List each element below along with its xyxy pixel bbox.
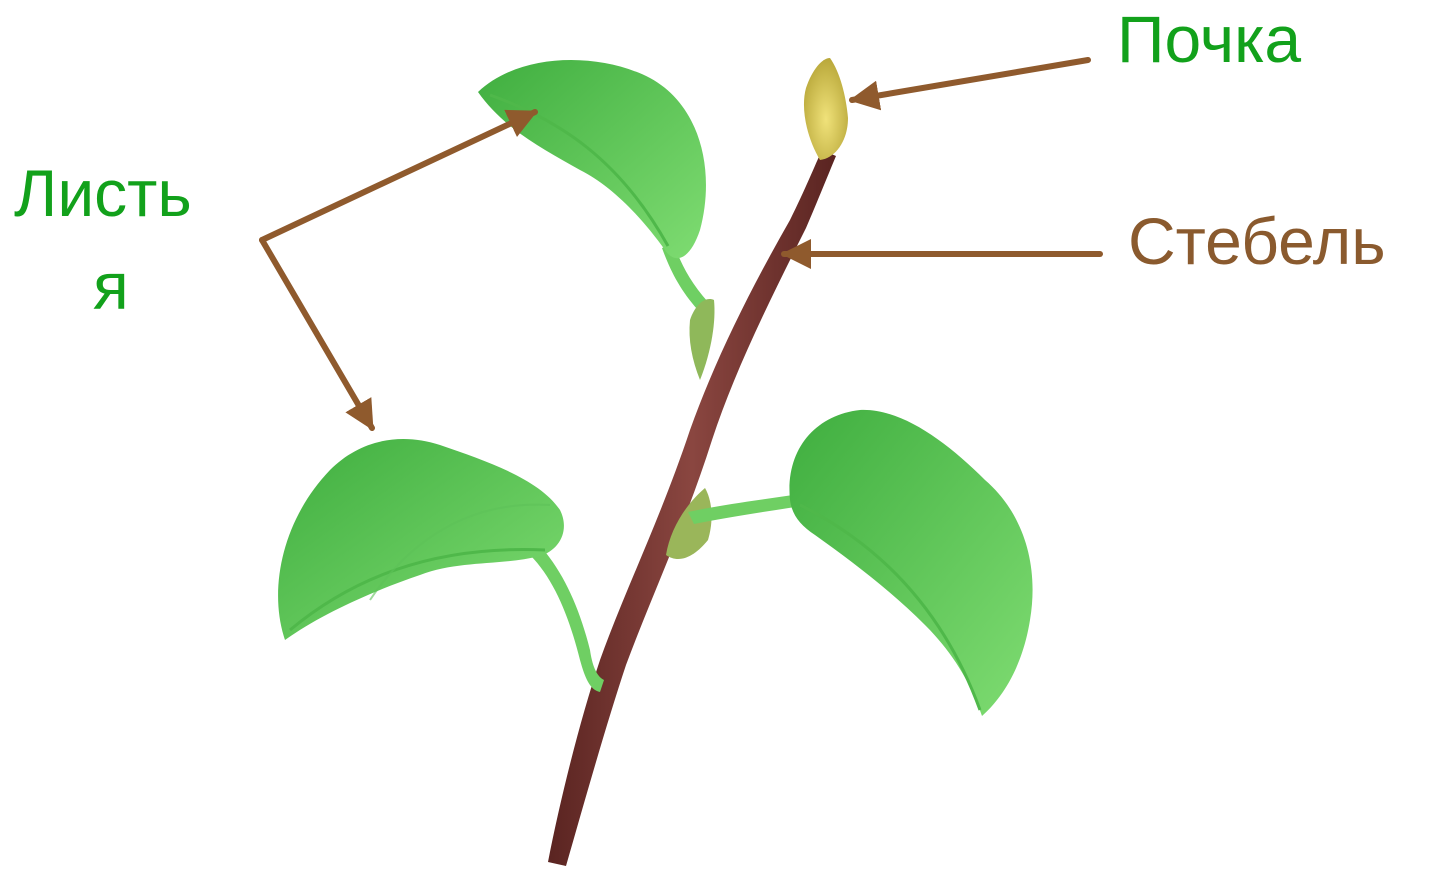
lower-left-leaf [278, 438, 564, 640]
leaves-label-line1: Листь [14, 156, 192, 230]
upper-node [689, 299, 715, 380]
upper-leaf-petiole [662, 244, 708, 310]
bud-pointer [849, 57, 1091, 111]
bud [803, 58, 848, 160]
stem [548, 150, 836, 866]
leaves-label-line2: я [93, 249, 129, 323]
upper-leaf [478, 59, 706, 259]
stem-label: Стебель [1128, 204, 1386, 278]
bud-label: Почка [1117, 2, 1302, 76]
lower-right-leaf [789, 409, 1033, 716]
lower-node [666, 488, 712, 560]
lower-right-leaf-petiole [688, 494, 802, 524]
leaves-pointer [259, 109, 538, 431]
lower-left-leaf-petiole [530, 548, 604, 692]
